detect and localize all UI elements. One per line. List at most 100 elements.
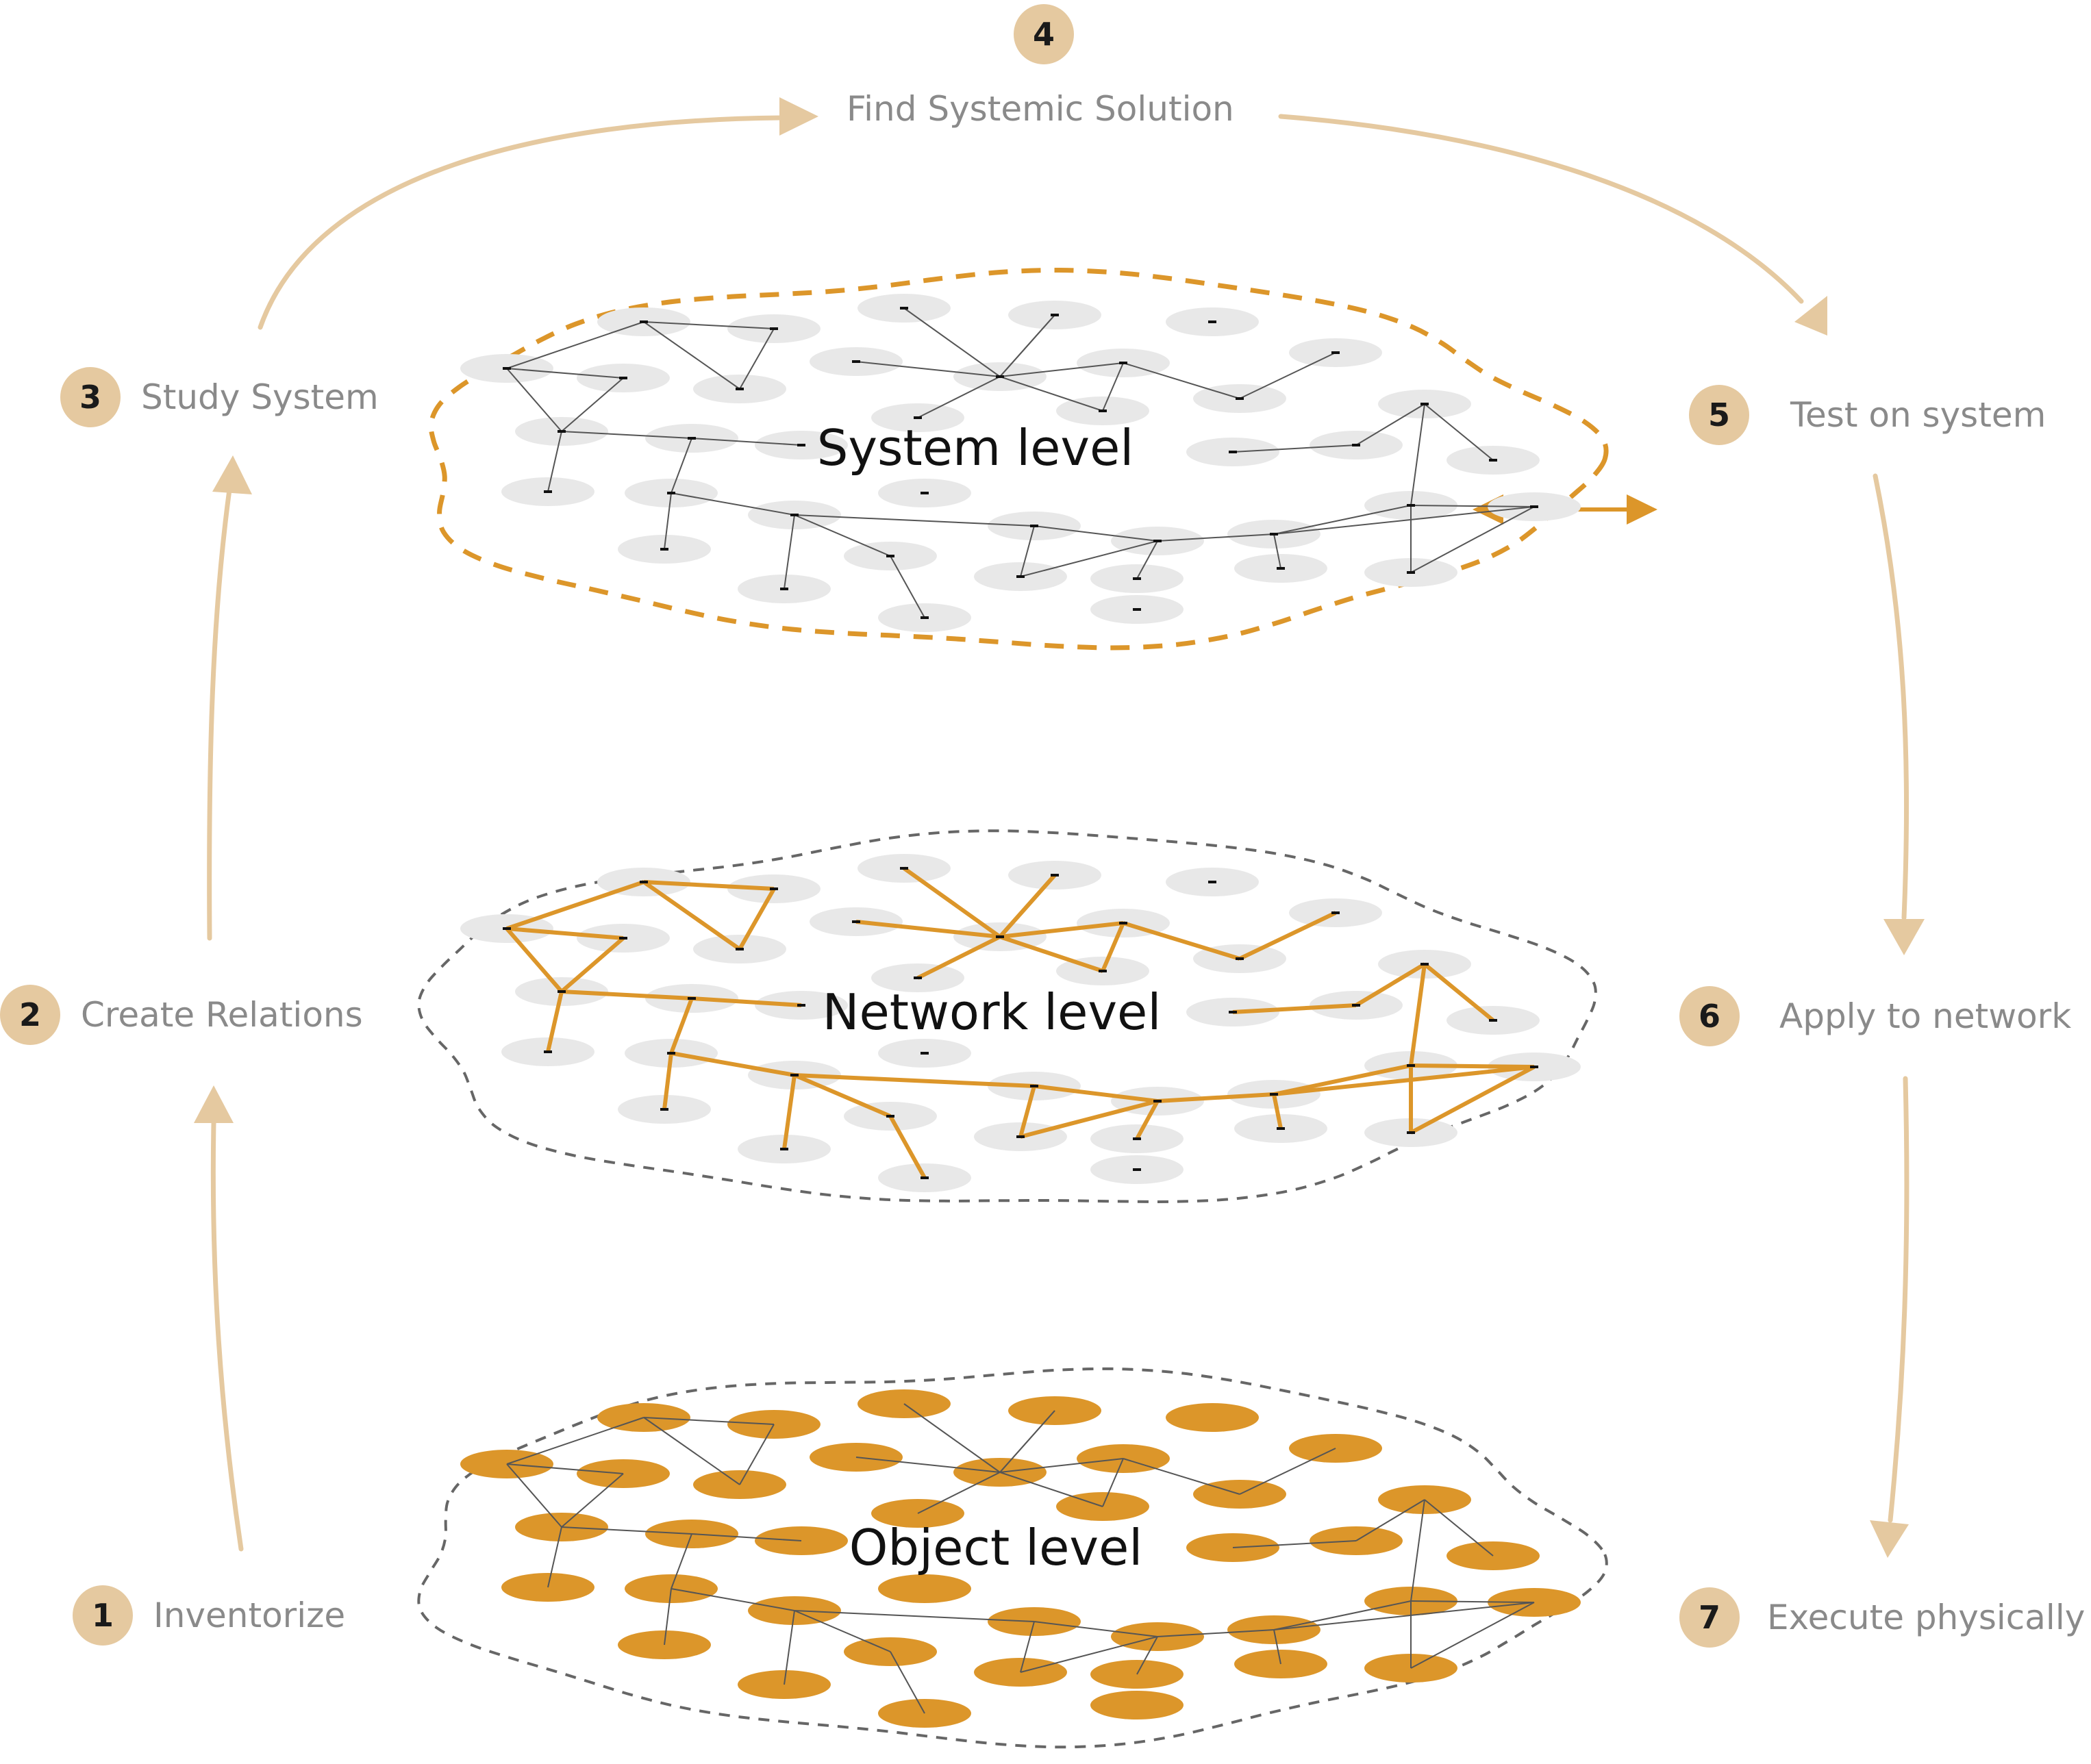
network-edge xyxy=(1239,352,1336,399)
network-edge xyxy=(1410,1065,1536,1135)
network-edge xyxy=(917,1472,1001,1514)
node-center-marker xyxy=(1277,1127,1285,1130)
node-center-marker xyxy=(1270,533,1278,536)
step-number-badge: 7 xyxy=(1679,1587,1740,1648)
network-edge xyxy=(890,1651,925,1714)
object-level-title: Object level xyxy=(849,1519,1143,1576)
network-edge xyxy=(643,1417,740,1485)
network-edge xyxy=(1423,962,1494,1022)
step-number-badge: 6 xyxy=(1679,986,1740,1046)
network-edge xyxy=(561,990,692,1000)
node-center-marker xyxy=(852,920,860,923)
node-center-marker xyxy=(852,360,860,363)
network-edge xyxy=(1410,1602,1535,1669)
network-edge xyxy=(664,492,672,550)
network-edge xyxy=(1232,1540,1357,1548)
node-center-marker xyxy=(1331,911,1340,914)
network-edge xyxy=(855,920,1001,939)
node-center-marker xyxy=(1016,1135,1025,1138)
system-level-network xyxy=(460,294,1581,632)
node-center-marker xyxy=(1407,571,1415,574)
node-center-marker xyxy=(1099,970,1107,972)
network-edge xyxy=(855,361,1001,377)
arrowhead-right-4 xyxy=(779,97,818,136)
node-center-marker xyxy=(1229,1011,1237,1013)
network-edge xyxy=(1020,1636,1158,1673)
node-center-marker xyxy=(1119,922,1127,924)
node-center-marker xyxy=(1030,525,1038,527)
network-edge xyxy=(1020,540,1158,577)
network-edge xyxy=(794,514,1035,527)
node-center-marker xyxy=(1331,351,1340,354)
network-edge xyxy=(1355,962,1426,1007)
network-edge xyxy=(561,431,692,439)
node-center-marker xyxy=(660,548,668,551)
network-edge xyxy=(916,935,1001,980)
node-center-marker xyxy=(1420,963,1429,966)
network-edge xyxy=(643,321,775,329)
node-center-marker xyxy=(544,1050,552,1053)
arrow-3-to-4 xyxy=(258,115,784,330)
network-edge xyxy=(1123,1458,1240,1495)
network-edge xyxy=(1424,1499,1494,1557)
arrow-5-to-6 xyxy=(1873,473,1910,920)
network-edge xyxy=(1157,533,1275,542)
node-center-marker xyxy=(1133,1137,1141,1140)
network-edge xyxy=(903,307,1001,377)
network-edge xyxy=(739,1424,775,1485)
arrowhead-up-1 xyxy=(194,1085,234,1123)
network-edge xyxy=(506,368,624,379)
network-edge xyxy=(506,1463,624,1474)
process-flow-arrows xyxy=(194,97,1925,1558)
step-label: Inventorize xyxy=(153,1596,346,1635)
network-edge xyxy=(1157,1629,1275,1637)
node-center-marker xyxy=(1270,1093,1278,1096)
node-center-marker xyxy=(1420,403,1429,405)
network-edge xyxy=(888,1115,927,1179)
network-edge xyxy=(1273,505,1412,535)
network-edge xyxy=(1238,911,1337,961)
node-center-marker xyxy=(914,977,922,979)
node-center-marker xyxy=(1236,397,1244,400)
network-edge xyxy=(999,376,1103,412)
network-edge xyxy=(998,874,1057,938)
network-edge xyxy=(560,936,625,994)
network-edge xyxy=(1102,362,1124,412)
node-center-marker xyxy=(996,375,1004,378)
network-edge xyxy=(1136,540,1158,579)
network-edge xyxy=(1102,1458,1124,1507)
node-center-marker xyxy=(900,307,908,310)
network-edge xyxy=(1101,922,1125,972)
node-center-marker xyxy=(996,935,1004,938)
network-edge xyxy=(855,1457,1001,1473)
node-center-marker xyxy=(1051,874,1059,877)
node-center-marker xyxy=(619,937,627,940)
network-edge xyxy=(1273,1629,1281,1665)
step-number-badge: 5 xyxy=(1689,385,1749,445)
network-edge xyxy=(506,321,644,369)
step-label: Find Systemic Solution xyxy=(847,89,1234,129)
network-edge xyxy=(547,431,562,492)
network-edge xyxy=(999,935,1103,973)
node-center-marker xyxy=(886,555,894,557)
node-center-marker xyxy=(797,1004,805,1007)
node-center-marker xyxy=(1030,1085,1038,1087)
network-edge xyxy=(505,927,564,993)
network-edge xyxy=(1355,403,1425,446)
network-edge xyxy=(1410,506,1535,573)
network-edge xyxy=(1135,1100,1160,1140)
node-center-marker xyxy=(770,327,778,330)
node-center-marker xyxy=(667,492,675,494)
node-center-marker xyxy=(1208,881,1216,883)
node-center-marker xyxy=(667,1052,675,1055)
network-edge xyxy=(1273,1065,1535,1096)
node-center-marker xyxy=(790,1074,799,1076)
network-edge xyxy=(1018,1085,1036,1137)
arrowhead-down-7 xyxy=(1870,1520,1909,1558)
node-center-marker xyxy=(558,430,566,433)
network-edge xyxy=(917,376,1001,418)
network-edge xyxy=(999,362,1124,377)
node-center-marker xyxy=(921,1176,929,1179)
node-center-marker xyxy=(1530,505,1538,508)
